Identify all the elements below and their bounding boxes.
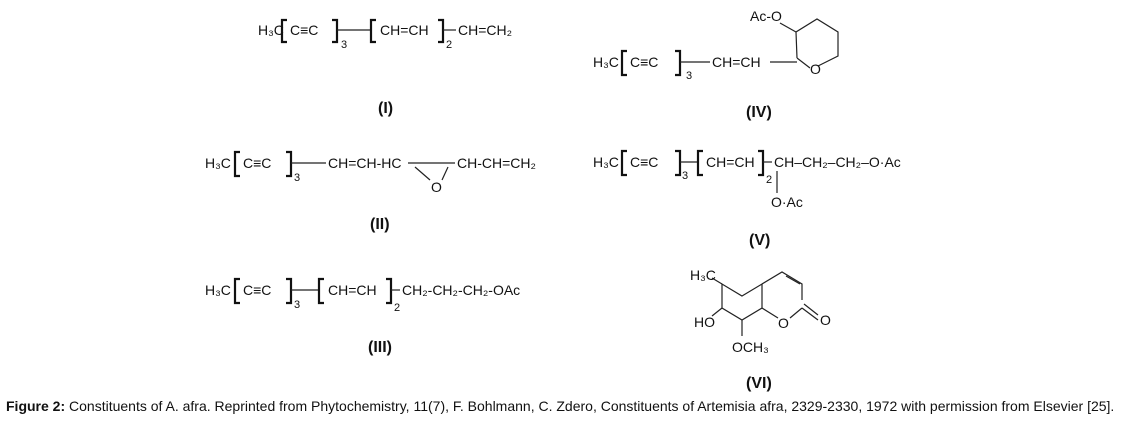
- repeat-count: 2: [394, 302, 400, 314]
- ring-oxygen: O: [778, 315, 789, 331]
- structure-label: (II): [370, 216, 390, 233]
- structure-IV: H₃C C≡C 3 CH=CH O Ac-O (IV): [593, 8, 839, 121]
- structure-label: (IV): [746, 104, 772, 121]
- figure-caption: Figure 2: Constituents of A. afra. Repri…: [6, 397, 1116, 415]
- repeat-count: 3: [294, 299, 300, 311]
- methyl-group: H₃C: [690, 267, 716, 283]
- repeat-count: 2: [766, 174, 772, 186]
- methyl-group: H₃C: [205, 282, 231, 298]
- structure-label: (V): [749, 232, 770, 249]
- figure-structures: H₃C C≡C 3 CH=CH 2 CH=CH₂ (I) H₃C C≡C 3 C…: [205, 8, 901, 392]
- structure-VI: O O H₃C HO OCH₃ (VI): [690, 267, 831, 392]
- structure-II: H₃C C≡C 3 CH=CH-HC O CH-CH=CH₂ (II): [205, 150, 536, 233]
- epoxide-oxygen: O: [431, 179, 442, 195]
- acetoxy-group: Ac-O: [750, 8, 782, 24]
- methyl-group: H₃C: [593, 54, 619, 70]
- repeat-count: 3: [686, 70, 692, 82]
- acetoxy-group: O·Ac: [771, 194, 803, 210]
- structure-label: (I): [378, 100, 393, 117]
- repeat-count: 2: [446, 39, 452, 51]
- alkene-unit: CH=CH: [706, 154, 755, 170]
- hydroxyl-group: HO: [694, 314, 715, 330]
- caption-prefix: Figure 2:: [6, 398, 66, 414]
- chain: CH=CH-HC: [328, 155, 402, 171]
- repeat-count: 3: [294, 172, 300, 184]
- structure-V: H₃C C≡C 3 CH=CH 2 CH–CH₂–CH₂–O·Ac O·Ac (…: [593, 149, 901, 249]
- structure-label: (III): [368, 339, 392, 356]
- alkyne-unit: C≡C: [290, 22, 318, 38]
- alkyne-unit: C≡C: [630, 154, 658, 170]
- alkyne-unit: C≡C: [243, 282, 271, 298]
- methoxy-group: OCH₃: [732, 339, 769, 355]
- methyl-group: H₃C: [593, 154, 619, 170]
- structure-I: H₃C C≡C 3 CH=CH 2 CH=CH₂ (I): [258, 18, 512, 117]
- terminal-group: CH=CH₂: [458, 22, 512, 38]
- repeat-count: 3: [682, 170, 688, 182]
- caption-text: Constituents of A. afra. Reprinted from …: [65, 398, 1115, 414]
- structure-label: (VI): [746, 375, 772, 392]
- alkene-unit: CH=CH: [328, 282, 377, 298]
- alkyne-unit: C≡C: [243, 155, 271, 171]
- terminal-group: CH–CH₂–CH₂–O·Ac: [774, 154, 901, 170]
- terminal-group: CH-CH=CH₂: [457, 155, 536, 171]
- alkene-unit: CH=CH: [712, 54, 761, 70]
- repeat-count: 3: [341, 39, 347, 51]
- methyl-group: H₃C: [205, 155, 231, 171]
- carbonyl-oxygen: O: [820, 312, 831, 328]
- methyl-group: H₃C: [258, 22, 284, 38]
- alkyne-unit: C≡C: [630, 54, 658, 70]
- terminal-group: CH₂-CH₂-CH₂-OAc: [402, 282, 520, 298]
- ring-oxygen: O: [810, 61, 821, 77]
- structure-III: H₃C C≡C 3 CH=CH 2 CH₂-CH₂-CH₂-OAc (III): [205, 277, 520, 356]
- alkene-unit: CH=CH: [380, 22, 429, 38]
